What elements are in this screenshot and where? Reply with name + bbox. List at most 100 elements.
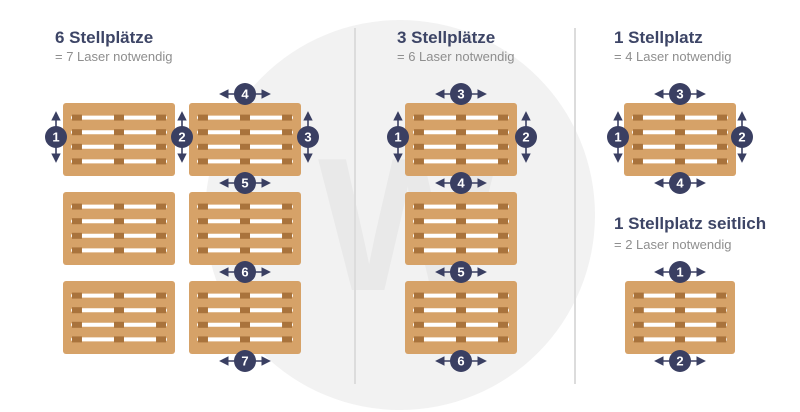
laser-number-badge-icon: 1	[45, 111, 67, 163]
pallet-block	[156, 143, 167, 150]
pallet-block	[240, 143, 250, 150]
laser-number-badge-icon: 1	[607, 111, 629, 163]
pallet-block	[114, 129, 124, 136]
pallet-block	[675, 114, 685, 121]
pallet-icon	[189, 281, 301, 354]
pallet-icon	[405, 103, 517, 176]
pallet-block	[498, 129, 509, 136]
badge-number: 5	[241, 176, 248, 191]
pallet-block	[282, 307, 293, 314]
pallet-block	[197, 232, 208, 239]
pallet-block	[156, 218, 167, 225]
laser-number-badge-icon: 4	[219, 83, 271, 105]
pallet-block	[413, 321, 424, 328]
pallet-icon	[405, 281, 517, 354]
pallet-block	[632, 114, 643, 121]
badge-circle	[669, 261, 691, 283]
badge-circle	[297, 126, 319, 148]
pallet-block	[197, 292, 208, 299]
badge-number: 3	[457, 87, 464, 102]
pallet-block	[71, 114, 82, 121]
pallet-block	[498, 114, 509, 121]
pallet-block	[282, 292, 293, 299]
pallet-board	[189, 192, 301, 265]
badge-circle	[234, 83, 256, 105]
pallet-block	[413, 232, 424, 239]
pallet-block	[413, 129, 424, 136]
pallet-block	[456, 247, 466, 254]
laser-number-badge-icon: 6	[219, 261, 271, 283]
section-title-six-slots: 6 Stellplätze	[55, 28, 154, 47]
section-title-three-slots: 3 Stellplätze	[397, 28, 496, 47]
section-divider	[354, 28, 356, 384]
laser-number-badge-icon: 1	[654, 261, 706, 283]
pallet-block	[717, 114, 728, 121]
pallet-block	[498, 218, 509, 225]
laser-number-badge-icon: 7	[219, 350, 271, 372]
pallet-block	[632, 143, 643, 150]
pallet-block	[675, 129, 685, 136]
pallet-block	[632, 129, 643, 136]
badge-circle	[450, 172, 472, 194]
pallet-block	[456, 321, 466, 328]
pallet-block	[240, 129, 250, 136]
section-subtitle-one-slot-side: = 2 Laser notwendig	[614, 237, 732, 252]
pallet-block	[456, 336, 466, 343]
pallet-block	[240, 336, 250, 343]
pallet-block	[413, 307, 424, 314]
badge-circle	[731, 126, 753, 148]
badge-circle	[234, 350, 256, 372]
laser-number-badge-icon: 2	[731, 111, 753, 163]
pallet-block	[675, 158, 685, 165]
pallet-block	[197, 203, 208, 210]
pallet-block	[197, 307, 208, 314]
pallet-block	[633, 336, 644, 343]
pallet-block	[413, 218, 424, 225]
pallet-block	[197, 321, 208, 328]
pallet-block	[197, 114, 208, 121]
section-title-one-slot-side: 1 Stellplatz seitlich	[614, 214, 767, 233]
badge-circle	[387, 126, 409, 148]
pallet-block	[413, 292, 424, 299]
pallet-block	[675, 292, 685, 299]
pallet-block	[240, 247, 250, 254]
pallet-block	[71, 307, 82, 314]
pallet-block	[156, 336, 167, 343]
section-subtitle-one-slot: = 4 Laser notwendig	[614, 49, 732, 64]
pallet-block	[498, 336, 509, 343]
pallet-block	[456, 129, 466, 136]
pallet-board	[189, 103, 301, 176]
pallet-block	[240, 321, 250, 328]
pallet-board	[405, 281, 517, 354]
pallet-block	[156, 114, 167, 121]
badge-circle	[45, 126, 67, 148]
pallet-block	[240, 232, 250, 239]
badge-circle	[450, 261, 472, 283]
pallet-block	[633, 307, 644, 314]
pallet-block	[114, 232, 124, 239]
pallet-block	[240, 114, 250, 121]
pallet-block	[456, 292, 466, 299]
pallet-icon	[405, 192, 517, 265]
pallet-block	[413, 336, 424, 343]
pallet-block	[456, 203, 466, 210]
pallet-block	[675, 321, 685, 328]
pallet-block	[114, 247, 124, 254]
pallet-block	[633, 292, 644, 299]
laser-number-badge-icon: 3	[297, 111, 319, 163]
pallet-board	[624, 103, 736, 176]
badge-number: 4	[676, 176, 684, 191]
pallet-board	[405, 192, 517, 265]
pallet-block	[413, 143, 424, 150]
badge-circle	[450, 350, 472, 372]
pallet-block	[282, 114, 293, 121]
pallet-block	[71, 143, 82, 150]
badge-number: 5	[457, 265, 464, 280]
badge-circle	[450, 83, 472, 105]
badge-circle	[607, 126, 629, 148]
badge-circle	[234, 172, 256, 194]
pallet-icon	[63, 192, 175, 265]
pallet-icon	[189, 103, 301, 176]
pallet-icon	[63, 281, 175, 354]
